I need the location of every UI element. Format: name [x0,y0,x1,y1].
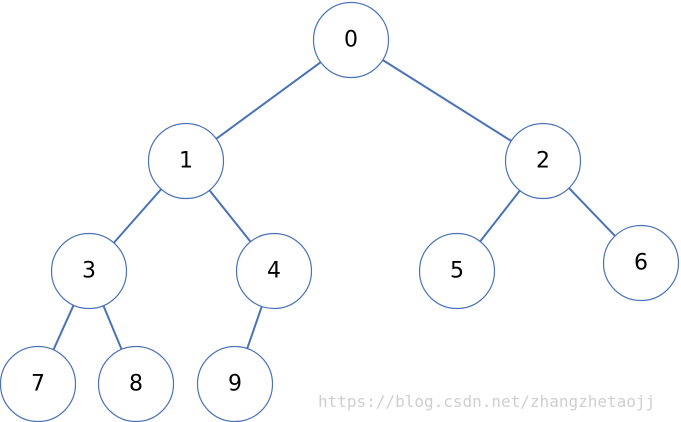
tree-node-1: 1 [147,122,225,200]
edge-1-4 [208,189,252,243]
node-circle-2 [504,122,582,200]
node-label-9: 9 [228,372,242,397]
node-circle-4 [235,232,313,310]
node-label-6: 6 [634,251,648,276]
node-label-2: 2 [536,149,550,174]
node-label-0: 0 [344,28,358,53]
edge-0-1 [215,61,322,140]
edges-layer [52,59,616,351]
tree-node-6: 6 [602,224,680,302]
node-circle-3 [50,232,128,310]
edge-2-5 [479,189,521,243]
edge-3-8 [102,305,123,350]
tree-node-8: 8 [97,345,175,422]
node-label-1: 1 [179,149,193,174]
edge-1-3 [113,188,162,244]
node-label-5: 5 [450,259,464,284]
edge-4-9 [246,306,263,349]
node-label-3: 3 [82,259,96,284]
node-label-8: 8 [129,372,143,397]
node-circle-0 [312,1,390,79]
node-circle-6 [602,224,680,302]
tree-node-9: 9 [196,345,274,422]
tree-node-3: 3 [50,232,128,310]
edge-3-7 [52,304,75,351]
tree-node-0: 0 [312,1,390,79]
watermark-text: https://blog.csdn.net/zhangzhetaojj [318,392,656,411]
tree-node-5: 5 [418,232,496,310]
tree-node-2: 2 [504,122,582,200]
node-label-7: 7 [31,372,45,397]
tree-node-7: 7 [0,345,77,422]
node-circle-5 [418,232,496,310]
node-circle-1 [147,122,225,200]
tree-node-4: 4 [235,232,313,310]
edge-0-2 [382,59,512,142]
node-label-4: 4 [267,259,281,284]
edge-2-6 [568,187,616,237]
